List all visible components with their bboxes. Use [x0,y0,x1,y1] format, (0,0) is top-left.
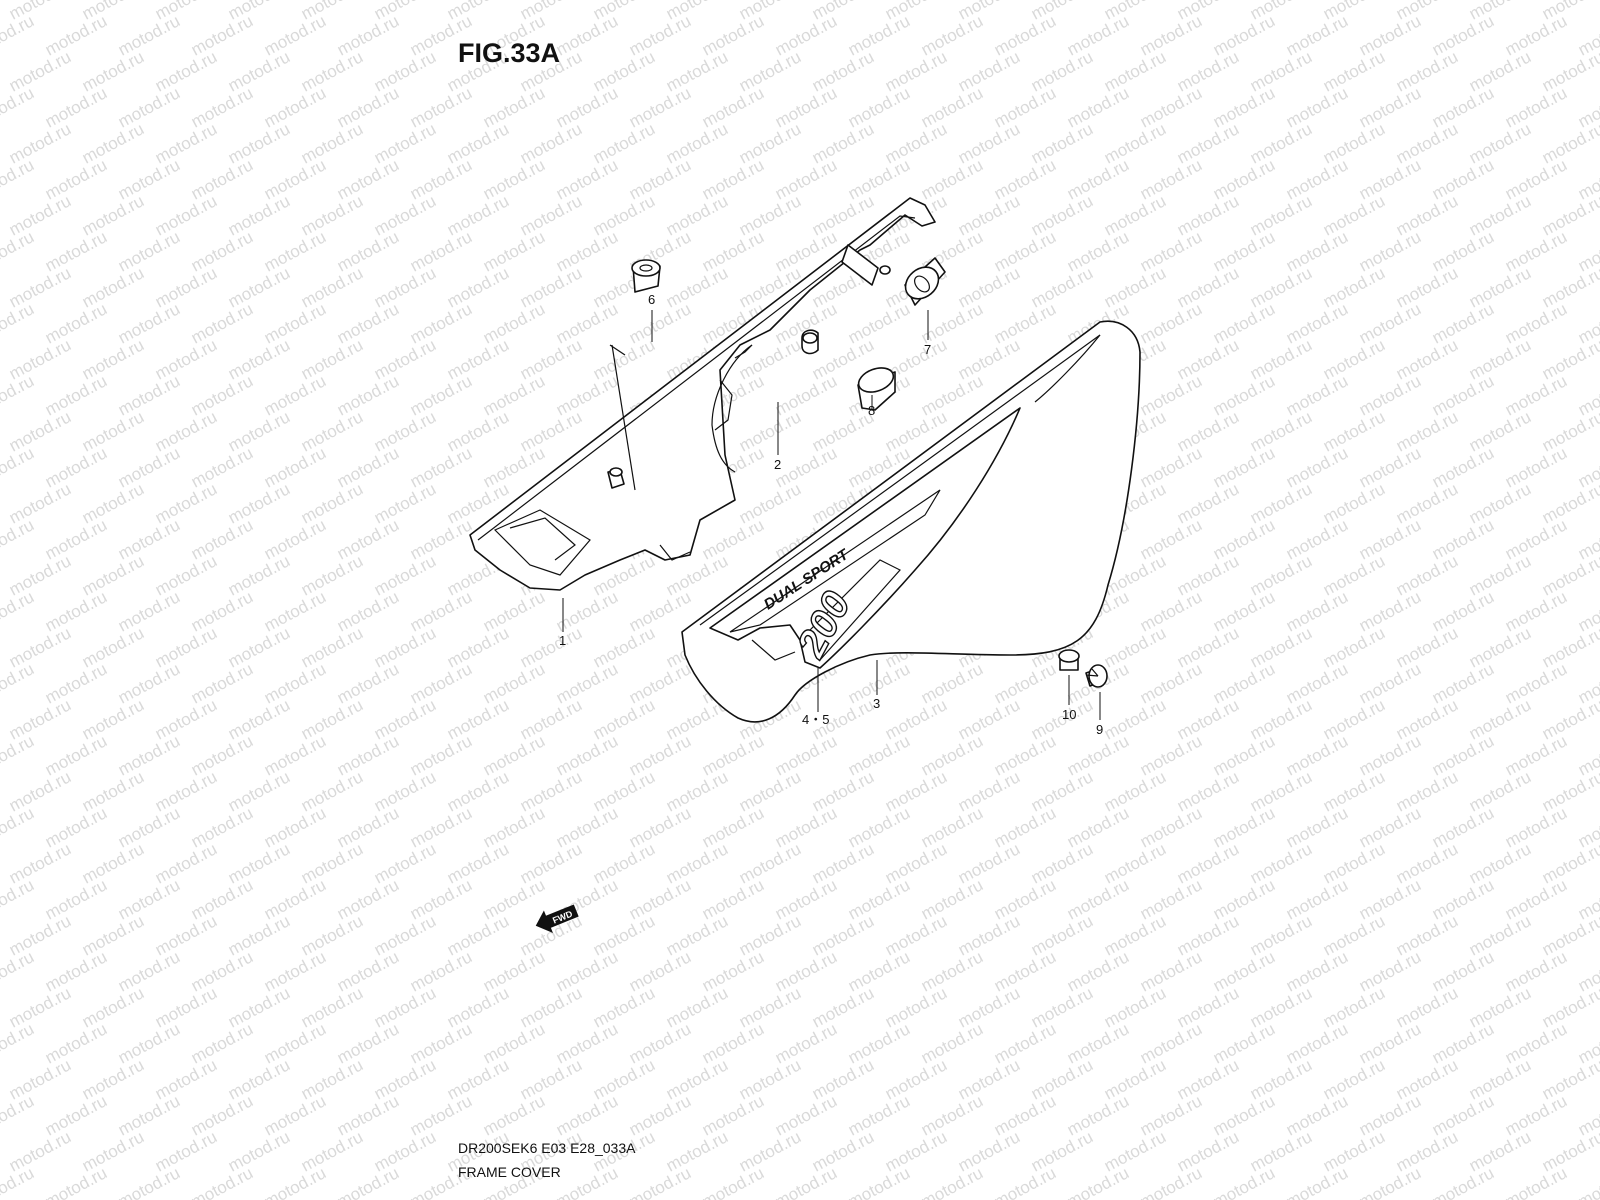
part-6-grommet [631,259,661,293]
callout-2: 2 [774,457,781,472]
figure-code: DR200SEK6 E03 E28_033A [458,1140,636,1156]
callout-7: 7 [924,342,931,357]
part-10-cap [1058,649,1080,671]
callout-10: 10 [1062,707,1076,722]
part-8-spacer [857,367,896,411]
part-2-inner-guard [607,244,891,491]
callout-3: 3 [873,696,880,711]
figure-title: FIG.33A [458,38,561,68]
fwd-arrow-label: FWD [551,908,574,925]
part-1-left-frame-cover [469,197,936,591]
fwd-arrow: FWD [535,904,579,934]
part-7-cushion [904,257,946,306]
callout-6: 6 [648,292,655,307]
callout-8: 8 [868,403,875,418]
callout-1: 1 [559,633,566,648]
callout-4-5: 4・5 [802,712,829,727]
callout-9: 9 [1096,722,1103,737]
part-9-bolt [1085,664,1108,688]
figure-name: FRAME COVER [458,1164,561,1180]
